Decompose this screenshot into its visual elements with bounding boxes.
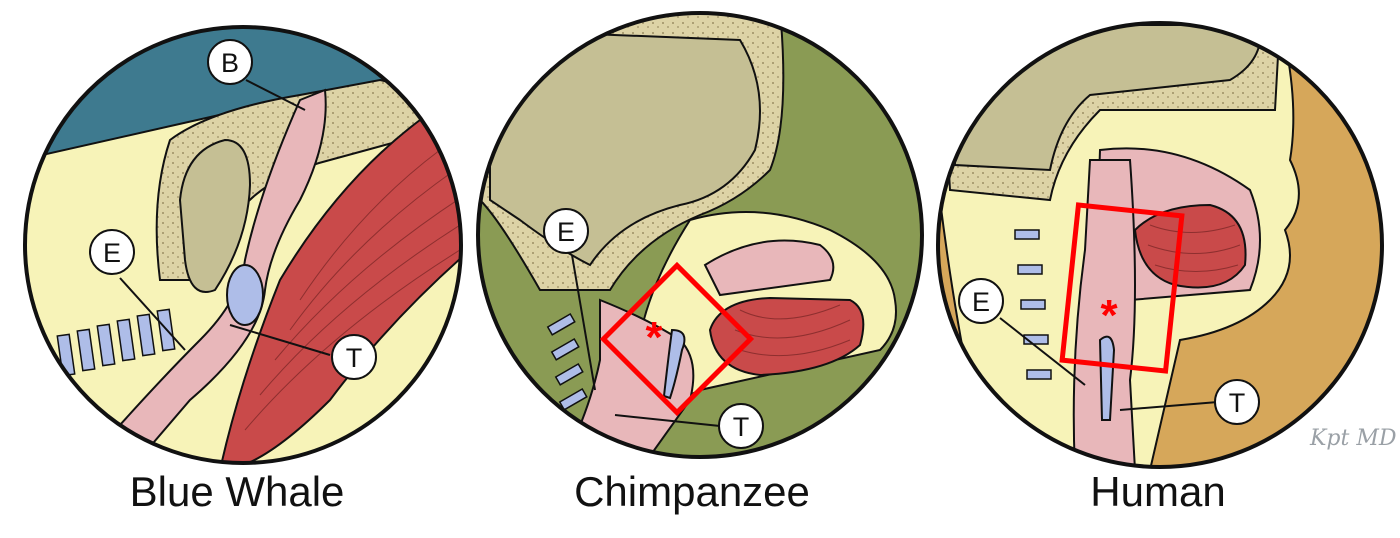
whale-label-t-leader <box>229 324 331 356</box>
chimp-circle-border <box>476 11 924 459</box>
whale-airway <box>77 88 327 463</box>
whale-cranial-cavity <box>178 138 252 293</box>
chimp-label-e: E <box>543 208 589 254</box>
chimpanzee-panel: * E T <box>476 11 924 459</box>
caption-human: Human <box>1090 468 1226 515</box>
human-label-e: E <box>958 278 1004 324</box>
human-airway <box>1072 159 1137 467</box>
whale-cartilage <box>226 264 264 326</box>
svg-text:T: T <box>733 412 750 442</box>
svg-text:T: T <box>346 343 363 373</box>
svg-text:E: E <box>557 217 575 247</box>
human-epiglottis <box>1098 335 1116 421</box>
chimp-label-t-leader <box>614 414 721 427</box>
whale-label-b-leader <box>245 79 306 111</box>
human-highlight-box <box>1059 202 1185 374</box>
whale-label-e-leader <box>119 277 186 351</box>
human-circle-border <box>936 21 1384 469</box>
chimp-highlight-box <box>599 261 755 417</box>
chimp-label-e-leader <box>571 254 596 391</box>
human-label-t: T <box>1214 379 1260 425</box>
whale-label-t: T <box>331 334 377 380</box>
chimp-tongue <box>708 296 865 377</box>
whale-label-b: B <box>207 39 253 85</box>
artist-signature: Kpt MD <box>1309 426 1397 451</box>
whale-circle-border <box>23 25 463 465</box>
chimp-asterisk: * <box>645 313 663 362</box>
svg-text:B: B <box>221 48 239 78</box>
svg-text:E: E <box>972 287 990 317</box>
human-vertebrae <box>1014 229 1052 380</box>
human-panel: * E T <box>936 21 1384 469</box>
whale-label-e: E <box>89 229 135 275</box>
human-label-t-leader <box>1119 401 1219 411</box>
human-label-e-leader <box>999 317 1086 386</box>
human-asterisk: * <box>1100 291 1118 340</box>
chimp-epiglottis <box>662 328 686 400</box>
chimp-vertebrae <box>546 313 588 411</box>
caption-chimpanzee: Chimpanzee <box>574 468 810 515</box>
whale-muscle <box>218 108 461 463</box>
svg-text:T: T <box>1229 388 1246 418</box>
caption-blue-whale: Blue Whale <box>129 468 345 515</box>
chimp-label-t: T <box>718 403 764 449</box>
chimp-palate <box>703 239 835 297</box>
svg-text:E: E <box>103 238 121 268</box>
blue-whale-panel: B E T <box>23 25 463 465</box>
